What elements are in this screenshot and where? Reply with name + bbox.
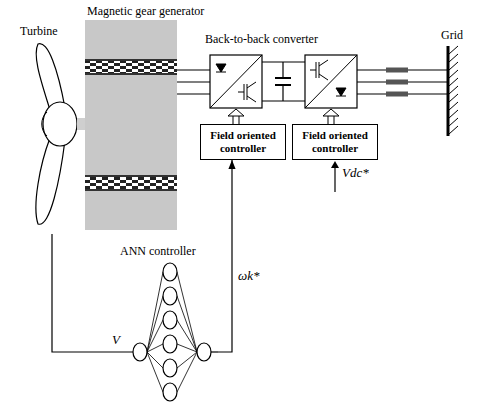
heading-text: Magnetic gear generator xyxy=(87,4,204,18)
converter-box xyxy=(305,55,357,108)
band-edge xyxy=(85,189,177,191)
turbine-blade xyxy=(36,44,65,110)
converter-diagonal xyxy=(305,55,357,108)
line-inductor xyxy=(386,70,408,94)
gate-signal-arrow xyxy=(228,109,339,124)
component-label: Back-to-back converter xyxy=(205,32,318,46)
signal-name: V xyxy=(112,333,120,347)
arrow-head xyxy=(331,161,339,168)
grid-hatching xyxy=(449,46,458,134)
component-label: Turbine xyxy=(20,24,58,38)
magnet-band xyxy=(85,177,177,189)
band-edge xyxy=(85,59,177,61)
turbine-hub xyxy=(43,102,77,146)
grid-bus xyxy=(447,46,450,136)
diode-symbol xyxy=(336,88,346,96)
converter-diagonal xyxy=(210,55,262,108)
ann-controller: ANN controller xyxy=(118,244,218,410)
signal-connector xyxy=(218,160,232,352)
turbine-shaft xyxy=(77,118,85,130)
generator-body xyxy=(85,20,177,230)
network-links xyxy=(147,272,218,392)
controller-box: Field oriented controller xyxy=(200,124,286,160)
box-text: Field oriented controller xyxy=(297,129,373,154)
band-edge xyxy=(85,73,177,75)
converter-box xyxy=(210,55,262,108)
igbt-symbol xyxy=(310,60,328,80)
signal-name: Vdc* xyxy=(342,166,369,180)
generator-box: Magnetic gear generator xyxy=(85,4,177,230)
igbt-symbol xyxy=(238,82,256,102)
diode-symbol xyxy=(216,64,226,72)
magnet-band xyxy=(85,61,177,73)
three-phase-wire xyxy=(357,70,448,94)
turbine-nose xyxy=(42,112,47,136)
dc-link xyxy=(262,62,305,101)
band-edge xyxy=(85,175,177,177)
neuron xyxy=(133,263,211,401)
three-phase-wire xyxy=(177,70,210,94)
box-text: Field oriented controller xyxy=(205,129,281,154)
controller-box: Field oriented controller xyxy=(292,124,378,160)
reference-arrow xyxy=(334,167,335,192)
signal-name: ωk* xyxy=(237,269,260,283)
component-label: Grid xyxy=(441,28,463,42)
heading-text: ANN controller xyxy=(120,244,196,258)
turbine-blade xyxy=(36,138,65,224)
